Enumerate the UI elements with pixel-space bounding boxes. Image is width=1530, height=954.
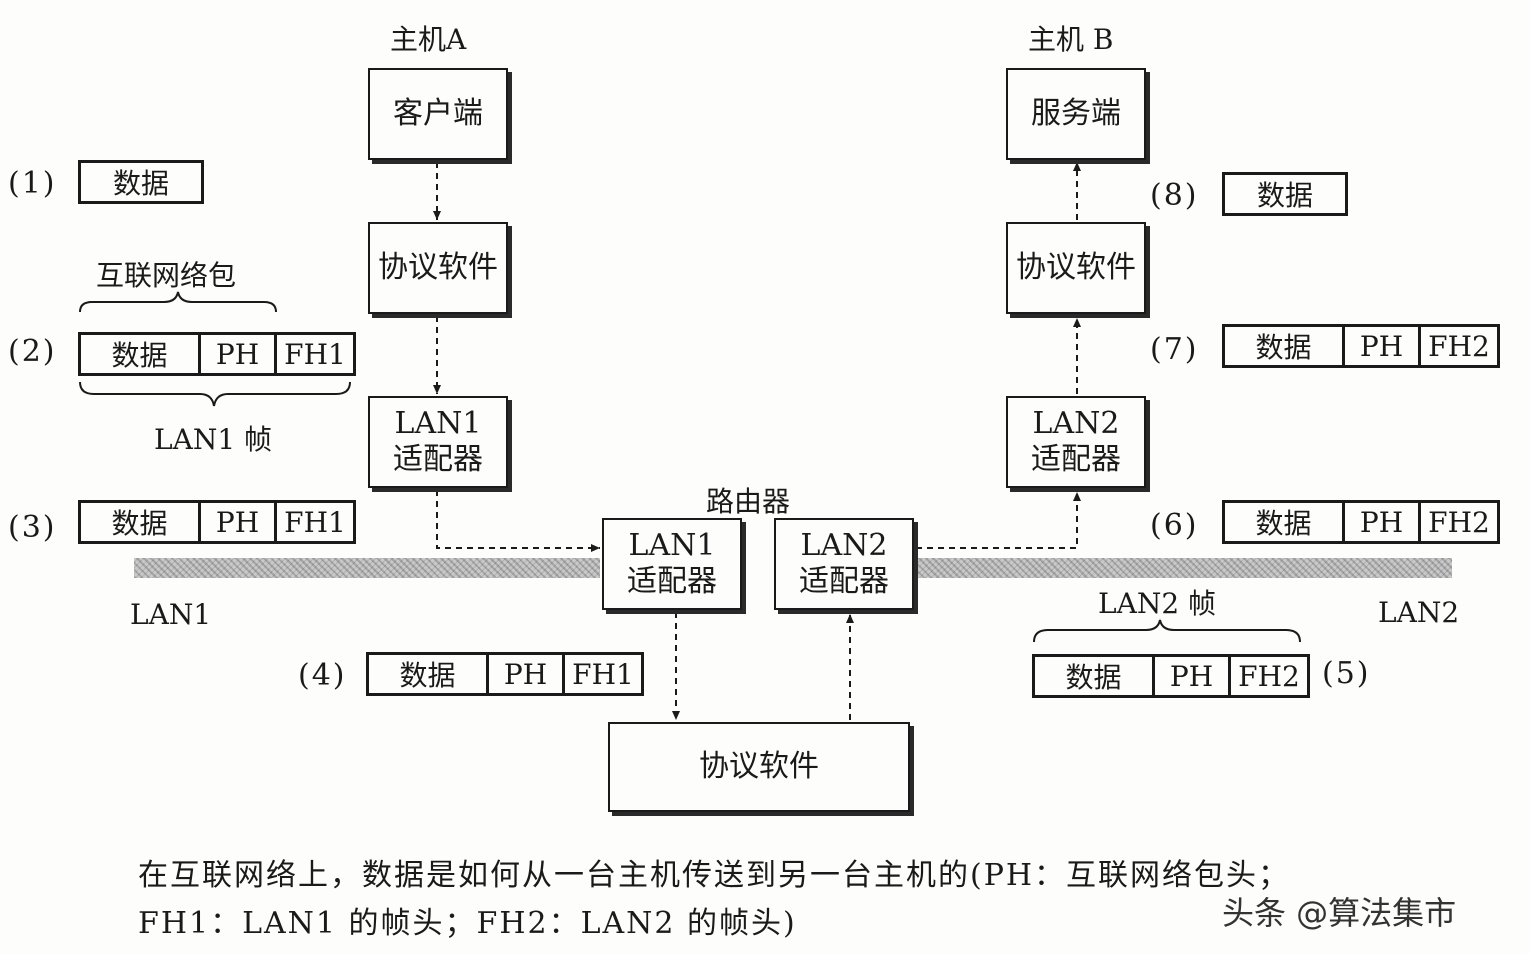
host-a-adapter-box: LAN1 适配器 xyxy=(368,396,508,488)
packet-header-cell: PH xyxy=(1155,657,1231,695)
host-b-adapter-line1: LAN2 xyxy=(1032,406,1120,441)
router-title: 路由器 xyxy=(706,485,791,518)
step-8-packet: 数据 xyxy=(1222,172,1348,216)
lan1-frame-label: LAN1 帧 xyxy=(154,423,273,456)
router-protocol-label: 协议软件 xyxy=(699,749,819,784)
router-protocol-box: 协议软件 xyxy=(608,722,910,812)
step-1-packet: 数据 xyxy=(78,160,204,204)
step-3-packet: 数据 PH FH1 xyxy=(78,500,356,544)
step-8-label: (8) xyxy=(1150,178,1199,213)
host-a-protocol-label: 协议软件 xyxy=(378,250,498,285)
host-a-title: 主机A xyxy=(390,23,467,56)
packet-header-cell: PH xyxy=(1345,503,1421,541)
host-b-title: 主机 B xyxy=(1028,23,1114,56)
router-lan2-adapter-box: LAN2 适配器 xyxy=(774,518,914,610)
internet-packet-label: 互联网络包 xyxy=(96,259,237,292)
frame-header-cell: FH1 xyxy=(284,505,346,539)
host-a-protocol-box: 协议软件 xyxy=(368,222,508,314)
brace-lan2-frame xyxy=(1033,619,1301,643)
step-1-label: (1) xyxy=(8,166,57,201)
lan1-label: LAN1 xyxy=(130,598,212,631)
step-6-packet: 数据 PH FH2 xyxy=(1222,500,1500,544)
data-cell: 数据 xyxy=(1225,503,1345,541)
step-4-packet: 数据 PH FH1 xyxy=(366,652,644,696)
frame-header-cell: FH2 xyxy=(1428,505,1490,539)
data-cell: 数据 xyxy=(1225,327,1345,365)
step-3-label: (3) xyxy=(8,510,57,545)
step-5-packet: 数据 PH FH2 xyxy=(1032,654,1310,698)
server-box: 服务端 xyxy=(1006,68,1146,160)
host-b-protocol-box: 协议软件 xyxy=(1006,222,1146,314)
frame-header-cell: FH1 xyxy=(572,657,634,691)
frame-header-cell: FH2 xyxy=(1238,659,1300,693)
client-label: 客户端 xyxy=(393,96,483,131)
watermark: 头条 @算法集市 xyxy=(1222,894,1457,932)
data-cell: 数据 xyxy=(1035,657,1155,695)
server-label: 服务端 xyxy=(1031,96,1121,131)
packet-header-cell: PH xyxy=(201,335,277,373)
host-a-adapter-line2: 适配器 xyxy=(393,442,483,477)
router-lan2-adapter-line1: LAN2 xyxy=(800,528,888,563)
lan2-cable xyxy=(916,558,1452,578)
packet-header-cell: PH xyxy=(1345,327,1421,365)
data-cell: 数据 xyxy=(81,503,201,541)
data-cell: 数据 xyxy=(1256,179,1313,212)
step-2-packet: 数据 PH FH1 xyxy=(78,332,356,376)
client-box: 客户端 xyxy=(368,68,508,160)
arrow-adapter-a-to-router-lan1 xyxy=(436,490,600,552)
frame-header-cell: FH1 xyxy=(284,337,346,371)
host-b-adapter-line2: 适配器 xyxy=(1031,442,1121,477)
router-lan1-adapter-line1: LAN1 xyxy=(628,528,716,563)
lan2-label: LAN2 xyxy=(1378,596,1460,629)
packet-header-cell: PH xyxy=(489,655,565,693)
step-6-label: (6) xyxy=(1150,508,1199,543)
data-cell: 数据 xyxy=(369,655,489,693)
lan1-cable xyxy=(134,558,600,578)
router-lan1-adapter-line2: 适配器 xyxy=(627,564,717,599)
host-b-adapter-box: LAN2 适配器 xyxy=(1006,396,1146,488)
packet-header-cell: PH xyxy=(201,503,277,541)
router-lan2-adapter-line2: 适配器 xyxy=(799,564,889,599)
lan2-frame-label: LAN2 帧 xyxy=(1098,587,1217,620)
brace-lan1-frame xyxy=(79,381,351,407)
router-lan1-adapter-box: LAN1 适配器 xyxy=(602,518,742,610)
data-cell: 数据 xyxy=(81,335,201,373)
brace-internet-packet xyxy=(79,291,277,313)
step-5-label: (5) xyxy=(1322,656,1371,691)
frame-header-cell: FH2 xyxy=(1428,329,1490,363)
step-7-label: (7) xyxy=(1150,332,1199,367)
host-a-adapter-line1: LAN1 xyxy=(394,406,482,441)
step-2-label: (2) xyxy=(8,334,57,369)
host-b-protocol-label: 协议软件 xyxy=(1016,250,1136,285)
caption-line-2: FH1：LAN1 的帧头；FH2：LAN2 的帧头) xyxy=(138,906,797,941)
step-4-label: (4) xyxy=(298,658,347,693)
step-7-packet: 数据 PH FH2 xyxy=(1222,324,1500,368)
data-cell: 数据 xyxy=(112,167,169,200)
caption-line-1: 在互联网络上，数据是如何从一台主机传送到另一台主机的(PH：互联网络包头； xyxy=(138,858,1291,893)
arrow-router-lan2-to-adapter-b xyxy=(916,492,1081,549)
